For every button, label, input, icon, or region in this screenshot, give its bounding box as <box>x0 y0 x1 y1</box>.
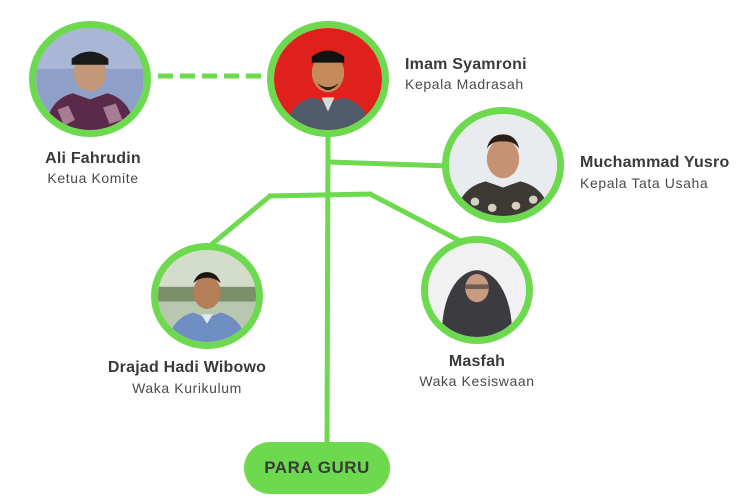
committee-name: Ali Fahrudin <box>45 150 141 167</box>
committee-photo <box>29 21 151 137</box>
person-photo-red-background-icon <box>274 28 382 130</box>
person-photo-outdoor-building-icon <box>158 250 256 342</box>
admin-name: Muchammad Yusro <box>580 154 730 171</box>
branch-horizontal <box>267 191 373 199</box>
head-photo <box>267 21 389 137</box>
head-name: Imam Syamroni <box>405 56 527 73</box>
person-photo-batik-shirt-icon <box>449 114 557 216</box>
curriculum-name: Drajad Hadi Wibowo <box>107 359 267 376</box>
trunk-line <box>324 133 331 447</box>
head-role: Kepala Madrasah <box>405 76 524 92</box>
para-guru-label: PARA GURU <box>264 458 370 477</box>
branch-student-affairs <box>368 191 464 245</box>
curriculum-photo <box>151 243 263 349</box>
student-affairs-photo <box>421 236 533 344</box>
admin-photo <box>442 107 564 223</box>
person-photo-hijab-icon <box>428 243 526 337</box>
admin-role: Kepala Tata Usaha <box>580 175 709 191</box>
committee-role: Ketua Komite <box>47 170 139 186</box>
para-guru-badge: PARA GURU <box>244 442 390 494</box>
student-affairs-role: Waka Kesiswaan <box>419 373 535 389</box>
student-affairs-name: Masfah <box>448 353 506 370</box>
person-photo-elderly-man-cap-icon <box>36 28 144 130</box>
branch-admin <box>327 159 451 169</box>
curriculum-role: Waka Kurikulum <box>132 380 242 396</box>
